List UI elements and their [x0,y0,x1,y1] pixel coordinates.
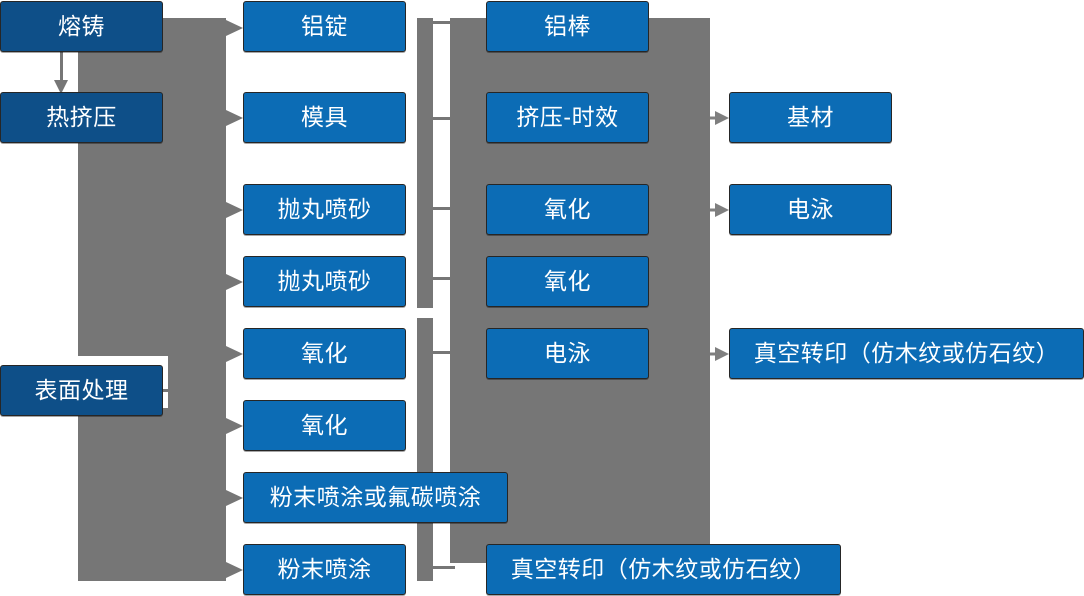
node-jiya-shixiao[interactable]: 挤压-时效 [486,92,649,143]
node-fenmo-pentu[interactable]: 粉末喷涂 [243,544,406,595]
node-yanghua-col2-2[interactable]: 氧化 [243,400,406,451]
connector-stub-surface [162,389,186,392]
node-luding[interactable]: 铝锭 [243,1,406,52]
node-paowan-penshai-1[interactable]: 抛丸喷砂 [243,184,406,235]
node-rejiya[interactable]: 热挤压 [0,92,163,143]
connector-middle-stub-4 [433,277,455,280]
connector-middle-stub-3 [433,207,455,210]
node-yanghua-col3-2[interactable]: 氧化 [486,256,649,307]
node-zhenkong-zhuanyin-bottom[interactable]: 真空转印（仿木纹或仿石纹） [486,544,841,595]
connector-middle-stub-1 [433,21,455,24]
connector-stub-rongzhu-down [60,52,63,86]
node-dianyong-col4[interactable]: 电泳 [729,184,892,235]
connector-middle-bar [417,18,433,308]
node-biaomian-chuli[interactable]: 表面处理 [0,365,163,416]
node-fenmo-huotan-pentu[interactable]: 粉末喷涂或氟碳喷涂 [243,472,508,523]
node-rongzhu[interactable]: 熔铸 [0,1,163,52]
node-yanghua-col3-1[interactable]: 氧化 [486,184,649,235]
node-zhenkong-zhuanyin-right[interactable]: 真空转印（仿木纹或仿石纹） [729,328,1084,379]
connector-middle-stub-2 [433,117,455,120]
connector-middle-bar-lower [417,318,433,581]
node-jicai[interactable]: 基材 [729,92,892,143]
node-muju[interactable]: 模具 [243,92,406,143]
node-lubang[interactable]: 铝棒 [486,1,649,52]
connector-middle-stub-5 [433,351,455,354]
node-paowan-penshai-2[interactable]: 抛丸喷砂 [243,256,406,307]
node-dianyong-col3[interactable]: 电泳 [486,328,649,379]
connector-middle-stub-6 [433,566,455,569]
node-yanghua-col2-1[interactable]: 氧化 [243,328,406,379]
